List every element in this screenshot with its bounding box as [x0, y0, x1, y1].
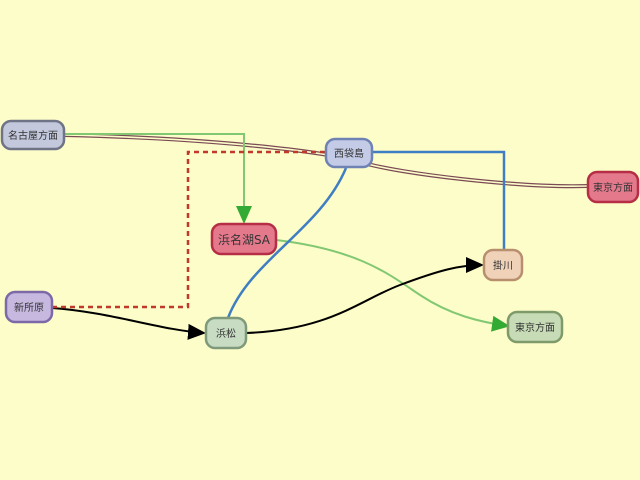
edge-nishi-to-kakegawa [372, 150, 506, 250]
node-hamamatsu-label: 浜松 [216, 327, 236, 340]
node-tokyo-bottom-box [506, 310, 564, 344]
node-hamanako-sa-box [210, 222, 278, 256]
node-hamamatsu[interactable]: 浜松 [204, 316, 248, 350]
edge-hamamatsu-to-kakegawa [245, 257, 484, 334]
node-tokyo-top[interactable]: 東京方面 [586, 170, 640, 204]
node-nishi-bashi-box [324, 137, 374, 169]
node-hamamatsu-box [204, 316, 248, 350]
edge-nishi-to-hamamatsu [226, 167, 348, 319]
edge-shinjosai-to-hamamatsu [51, 307, 206, 340]
node-nagoya-label: 名古屋方面 [8, 129, 58, 142]
node-hamanako-sa[interactable]: 浜名湖SA [210, 222, 278, 256]
node-tokyo-bottom-label: 東京方面 [515, 321, 555, 334]
node-tokyo-bottom[interactable]: 東京方面 [506, 310, 564, 344]
node-nagoya-box [0, 119, 66, 151]
edge-nagoya-to-hamanako [64, 133, 252, 224]
node-kakegawa[interactable]: 掛川 [482, 248, 524, 282]
node-shin-josai[interactable]: 新所原 [4, 290, 54, 324]
node-nagoya[interactable]: 名古屋方面 [0, 119, 66, 151]
edge-hamanako-to-tokyo-bottom [275, 239, 510, 332]
node-tokyo-top-box [586, 170, 640, 204]
node-kakegawa-label: 掛川 [493, 259, 513, 272]
node-tokyo-top-label: 東京方面 [593, 181, 633, 194]
node-hamanako-sa-label: 浜名湖SA [218, 232, 271, 247]
nodes: 名古屋方面 西袋島 東京方面 浜名湖SA 掛川 新所原 浜松 東 [0, 119, 640, 350]
node-kakegawa-box [482, 248, 524, 282]
node-shin-josai-box [4, 290, 54, 324]
node-nishi-bashi-label: 西袋島 [334, 147, 364, 160]
node-nishi-bashi[interactable]: 西袋島 [324, 137, 374, 169]
edge-shinjosai-to-nishi-dashed [52, 150, 326, 309]
node-shin-josai-label: 新所原 [14, 301, 44, 314]
edges [51, 133, 589, 340]
